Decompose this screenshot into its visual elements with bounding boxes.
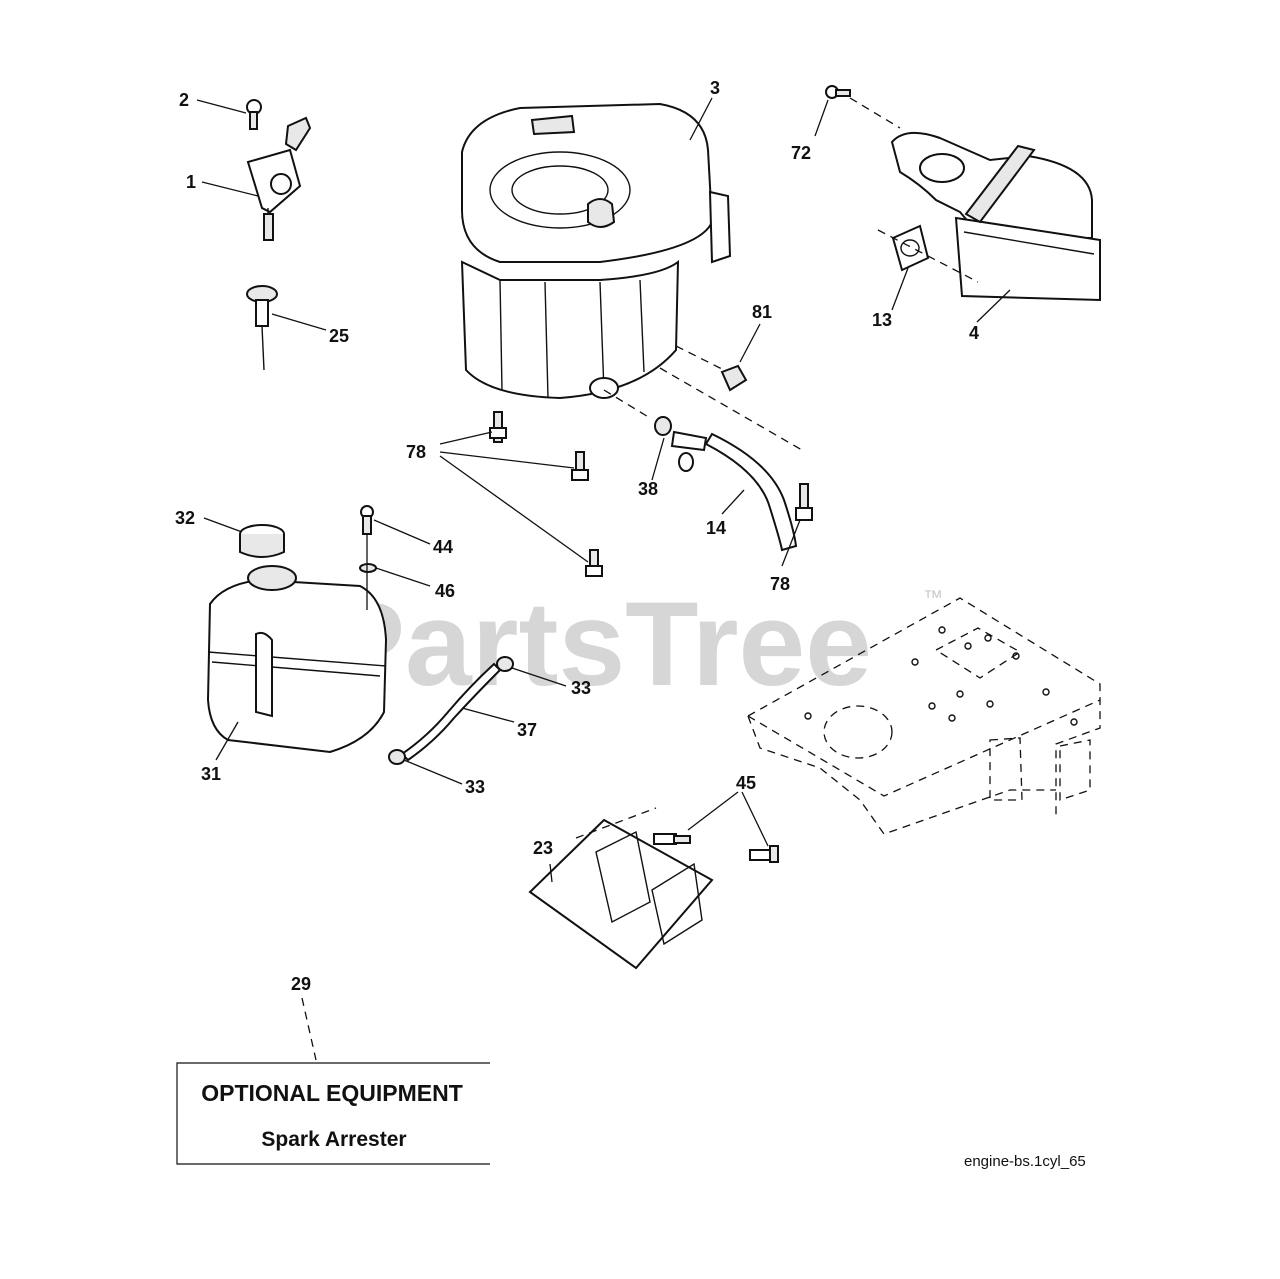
spark-arrester-label: Spark Arrester	[261, 1128, 406, 1151]
callout-14[interactable]: 14	[706, 518, 726, 538]
callout-25[interactable]: 25	[329, 326, 349, 346]
optional-equipment-title: OPTIONAL EQUIPMENT	[201, 1080, 463, 1106]
part-23-heat-shield[interactable]	[528, 818, 714, 970]
part-46-washer[interactable]	[359, 563, 377, 573]
part-25-dipstick[interactable]	[246, 285, 278, 371]
callout-44[interactable]: 44	[433, 537, 453, 557]
callout-23[interactable]: 23	[533, 838, 553, 858]
part-2-screw[interactable]	[246, 99, 262, 130]
part-81-plug[interactable]	[720, 364, 748, 392]
part-31-fuel-tank[interactable]	[206, 565, 388, 754]
part-37-fuel-line[interactable]	[400, 662, 502, 762]
callout-32[interactable]: 32	[175, 508, 195, 528]
part-45-bolts[interactable]	[653, 833, 779, 863]
callout-81[interactable]: 81	[752, 302, 772, 322]
callout-4[interactable]: 4	[969, 323, 979, 343]
callout-1[interactable]: 1	[186, 172, 196, 192]
part-32-fuel-cap[interactable]	[239, 524, 285, 558]
part-13-gasket[interactable]	[891, 224, 930, 272]
part-1-throttle-control[interactable]	[246, 116, 312, 241]
callout-46[interactable]: 46	[435, 581, 455, 601]
chassis-frame	[747, 597, 1101, 835]
callout-45[interactable]: 45	[736, 773, 756, 793]
callout-72[interactable]: 72	[791, 143, 811, 163]
callout-2[interactable]: 2	[179, 90, 189, 110]
callout-33-top[interactable]: 33	[571, 678, 591, 698]
callout-13[interactable]: 13	[872, 310, 892, 330]
optional-equipment-box: OPTIONAL EQUIPMENT Spark Arrester	[176, 1062, 490, 1165]
part-72-bolt[interactable]	[825, 85, 851, 99]
part-14-fuel-line[interactable]	[704, 432, 798, 552]
callout-78-left[interactable]: 78	[406, 442, 426, 462]
leader-lines	[196, 97, 1011, 1061]
callout-29[interactable]: 29	[291, 974, 311, 994]
part-33-clamp-bottom[interactable]	[388, 749, 406, 765]
part-33-clamp-top[interactable]	[496, 656, 514, 672]
callout-31[interactable]: 31	[201, 764, 221, 784]
callout-37[interactable]: 37	[517, 720, 537, 740]
callout-78-right[interactable]: 78	[770, 574, 790, 594]
trademark-symbol: ™	[923, 587, 943, 609]
diagram-reference-code: engine-bs.1cyl_65	[964, 1153, 1086, 1170]
callout-numbers: 2 1 25 3 72 13 4 81 78 38 14 78 32 44 46…	[175, 78, 979, 994]
part-3-engine[interactable]	[460, 102, 732, 400]
callout-38[interactable]: 38	[638, 479, 658, 499]
part-78-bolt-group[interactable]	[489, 411, 813, 577]
part-38-clamp[interactable]	[654, 416, 708, 472]
part-4-muffler[interactable]	[890, 131, 1101, 302]
part-44-screw[interactable]	[360, 505, 374, 535]
callout-3[interactable]: 3	[710, 78, 720, 98]
callout-33-bottom[interactable]: 33	[465, 777, 485, 797]
parts-tree-watermark: PartsTree	[325, 577, 872, 711]
